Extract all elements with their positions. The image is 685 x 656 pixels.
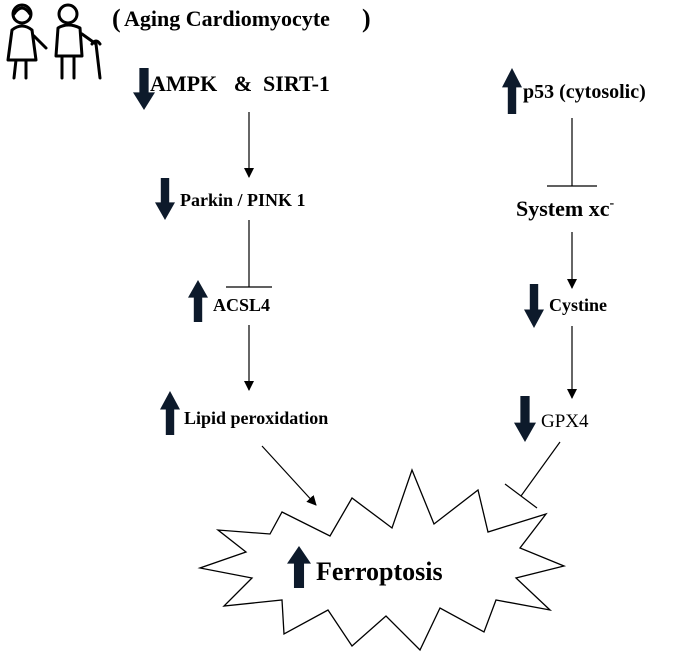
elderly-couple-icon — [6, 3, 102, 80]
up-arrow-icon — [287, 546, 311, 588]
title-close-paren: ) — [362, 4, 371, 33]
down-arrow-icon — [155, 178, 175, 220]
parkin-pink1-label: Parkin / PINK 1 — [180, 190, 306, 210]
system-xc-label: System xc- — [516, 196, 614, 221]
title-open-paren: ( — [112, 4, 121, 33]
lipid-peroxidation-label: Lipid peroxidation — [184, 408, 328, 428]
down-arrow-shape — [514, 396, 536, 442]
up-arrow-icon — [188, 280, 208, 322]
title-text: Aging Cardiomyocyte — [124, 6, 330, 31]
inhibition-bar-gpx4-to-ferroptosis — [504, 483, 538, 509]
p53-cytosolic-label: p53 (cytosolic) — [523, 81, 646, 103]
down-arrow-icon — [133, 68, 155, 110]
ferroptosis-label: Ferroptosis — [316, 557, 443, 586]
down-arrow-icon — [514, 396, 536, 442]
up-arrow-shape — [188, 280, 208, 322]
ferroptosis-burst-shape — [197, 468, 567, 652]
activation-arrow-lipid-to-ferroptosis — [261, 445, 317, 506]
cystine-label: Cystine — [549, 295, 607, 315]
up-arrow-icon — [160, 391, 180, 435]
down-arrow-icon — [524, 284, 544, 328]
up-arrow-shape — [502, 68, 522, 114]
system-xc-superscript: - — [609, 196, 614, 211]
system-xc-text: System xc — [516, 196, 610, 221]
down-arrow-shape — [155, 178, 175, 220]
inhibition-line-gpx4-to-ferroptosis — [520, 441, 561, 497]
down-arrow-shape — [133, 68, 155, 110]
ampk-sirt1-label: AMPK & SIRT-1 — [150, 71, 330, 96]
up-arrow-shape — [160, 391, 180, 435]
down-arrow-shape — [524, 284, 544, 328]
gpx4-label: GPX4 — [541, 411, 589, 432]
up-arrow-icon — [502, 68, 522, 114]
acsl4-label: ACSL4 — [213, 295, 270, 315]
up-arrow-shape — [287, 546, 311, 588]
